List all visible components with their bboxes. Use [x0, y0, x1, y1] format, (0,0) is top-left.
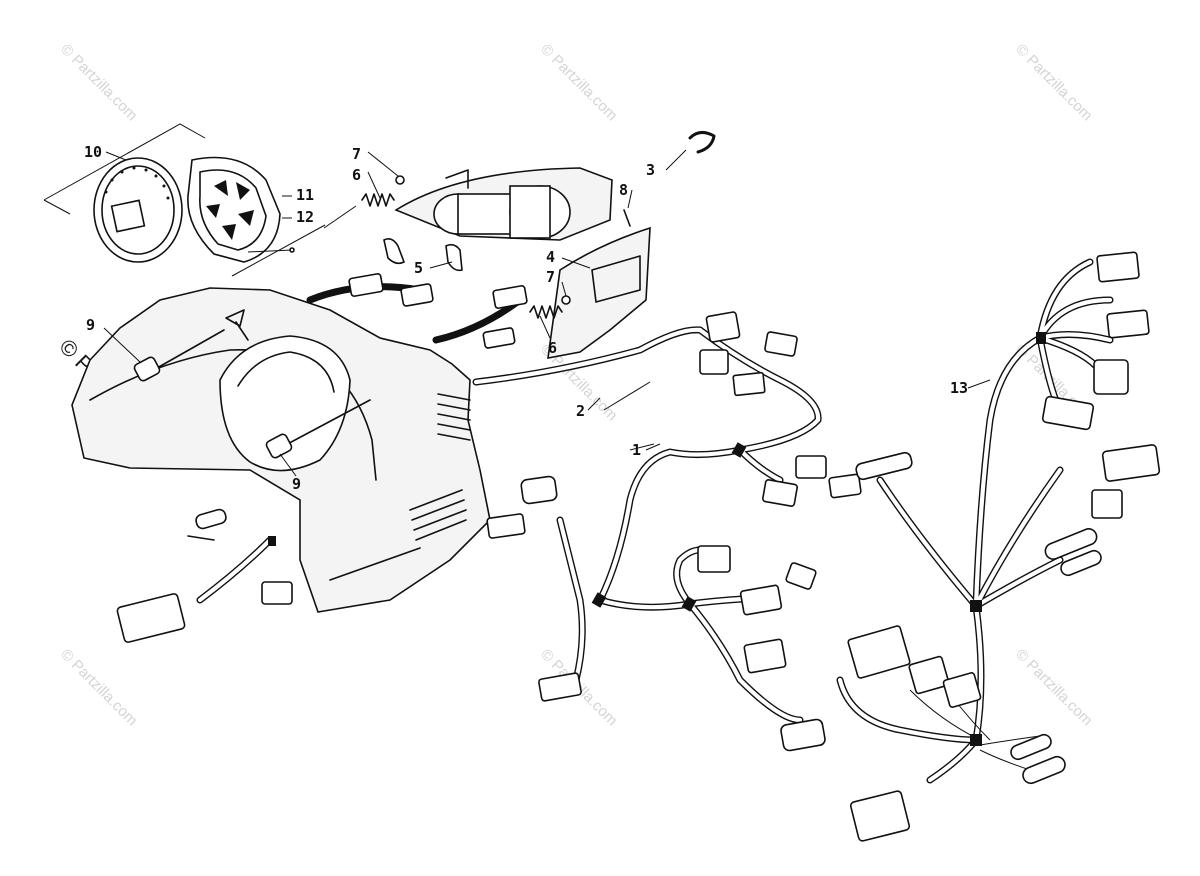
watermark: © Partzilla.com	[537, 41, 620, 124]
harness-wires	[196, 258, 1114, 784]
callout-12: 12	[296, 208, 314, 226]
callout-13: 13	[950, 379, 968, 397]
callout-labels: 1 2 3 4 5 6 6 7 7 8 9 9 10 11 12 13	[84, 143, 968, 493]
watermark: © Partzilla.com	[1012, 41, 1095, 124]
callout-6-lower: 6	[548, 339, 557, 357]
callout-7-upper: 7	[352, 145, 361, 163]
callout-11: 11	[296, 186, 314, 204]
callout-10: 10	[84, 143, 102, 161]
callout-leaders	[105, 151, 991, 451]
headlight-pod	[323, 131, 716, 359]
watermark: © Partzilla.com	[1012, 646, 1095, 729]
callout-2: 2	[576, 402, 585, 420]
logo-icon	[225, 309, 249, 341]
callout-7-lower: 7	[546, 268, 555, 286]
gauge-assembly	[43, 123, 326, 277]
callout-8: 8	[619, 181, 628, 199]
callout-6-upper: 6	[352, 166, 361, 184]
watermark: © Partzilla.com	[57, 41, 140, 124]
callout-4: 4	[546, 248, 555, 266]
callout-1: 1	[632, 441, 641, 459]
callout-5: 5	[414, 259, 423, 277]
connectors	[116, 251, 1161, 842]
callout-3: 3	[646, 161, 655, 179]
callout-9-lower: 9	[292, 475, 301, 493]
bolts	[103, 327, 371, 477]
callout-9-upper: 9	[86, 316, 95, 334]
watermark: © Partzilla.com	[57, 646, 140, 729]
